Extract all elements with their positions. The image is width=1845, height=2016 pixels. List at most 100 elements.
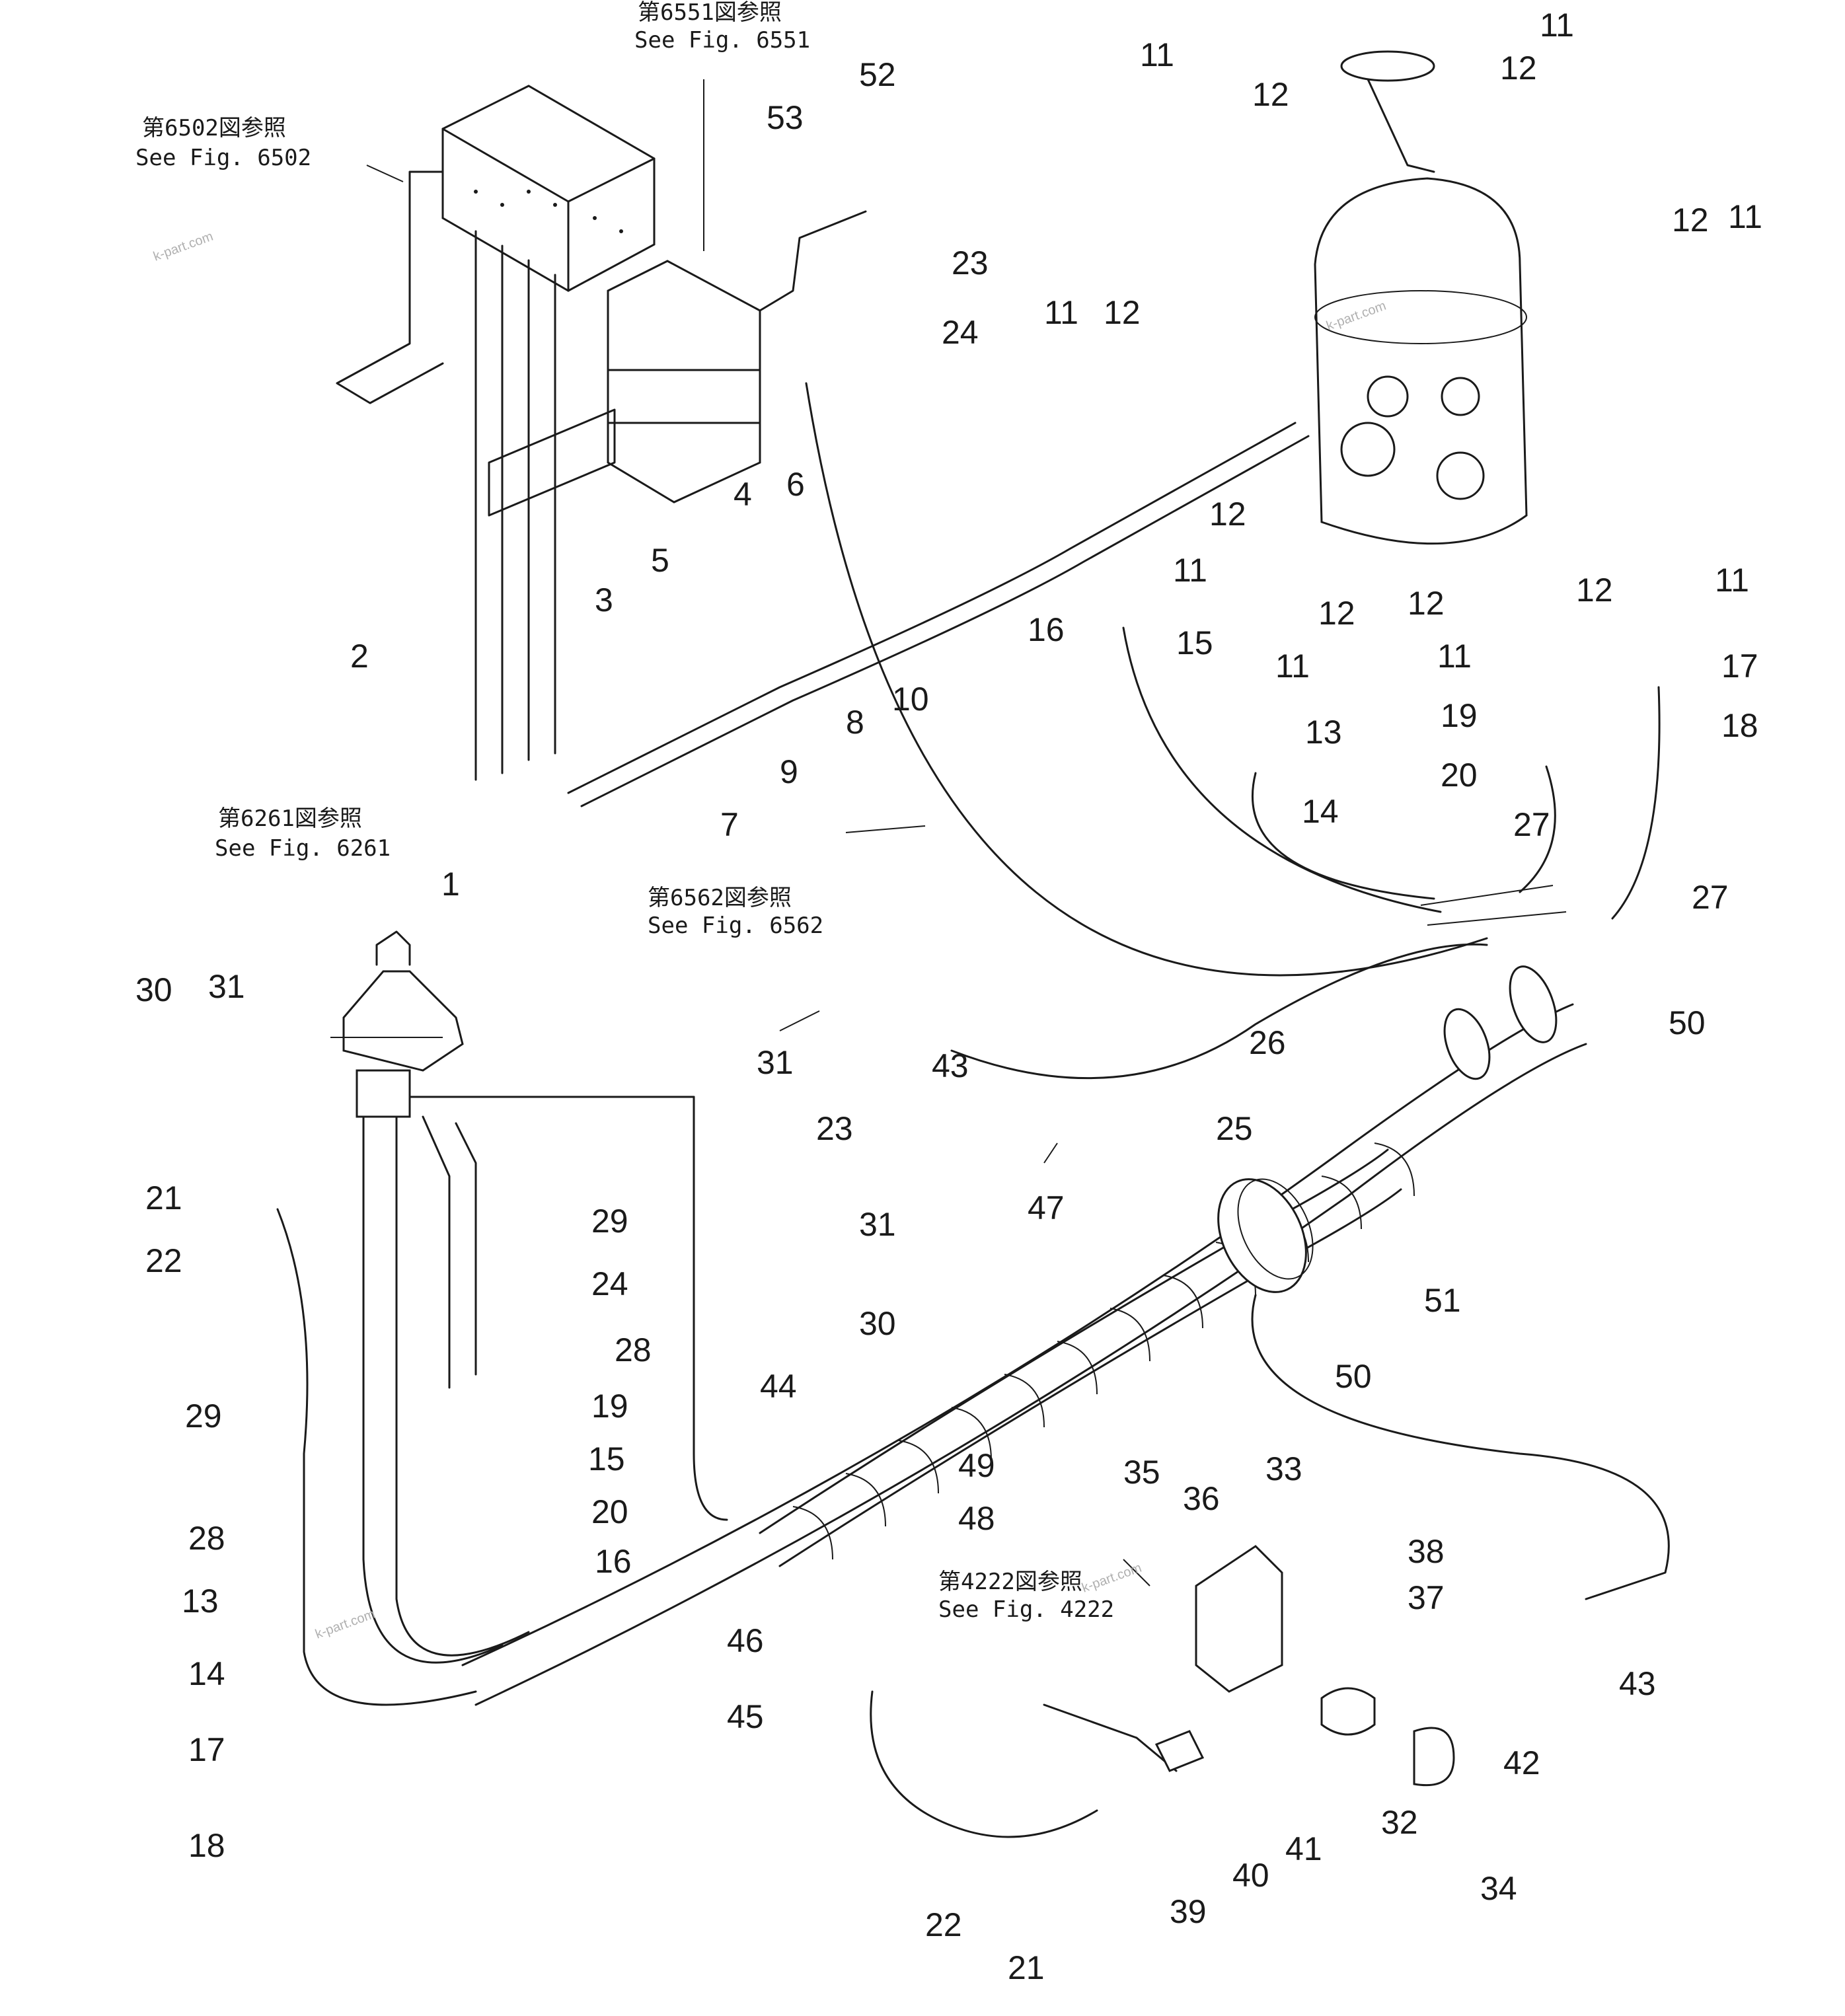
part-label-31c: 31 xyxy=(859,1206,896,1243)
part-label-53: 53 xyxy=(767,99,804,136)
part-label-20b: 20 xyxy=(591,1493,628,1530)
part-label-51: 51 xyxy=(1424,1282,1461,1319)
part-label-47: 47 xyxy=(1028,1189,1065,1226)
part-label-8: 8 xyxy=(846,704,864,741)
pilot-valve-block xyxy=(488,210,867,517)
part-label-50b: 50 xyxy=(1335,1358,1372,1395)
part-label-19a: 19 xyxy=(1441,697,1478,734)
ref-6551-jp: 第6551図参照 xyxy=(638,0,782,26)
part-label-17a: 17 xyxy=(1721,648,1758,685)
part-label-50a: 50 xyxy=(1669,1004,1706,1041)
part-label-30b: 30 xyxy=(859,1305,896,1342)
part-label-11e: 11 xyxy=(1173,552,1207,589)
part-label-12c: 12 xyxy=(1104,294,1141,331)
part-label-31a: 31 xyxy=(208,968,245,1005)
part-label-4: 4 xyxy=(734,476,752,513)
part-label-22b: 22 xyxy=(925,1906,962,1943)
lower-fittings xyxy=(870,1545,1455,1838)
ref-6261-jp: 第6261図参照 xyxy=(218,805,362,832)
part-label-25: 25 xyxy=(1216,1110,1253,1147)
ref-4222-en: See Fig. 4222 xyxy=(938,1596,1114,1623)
part-label-45: 45 xyxy=(727,1698,764,1735)
ref-6261-en: See Fig. 6261 xyxy=(215,835,391,862)
part-label-3: 3 xyxy=(595,581,613,618)
part-label-2: 2 xyxy=(350,638,369,675)
part-label-14a: 14 xyxy=(1302,793,1339,830)
part-label-11h: 11 xyxy=(1715,562,1749,599)
reference-callouts: 第6502図参照 See Fig. 6502 第6551図参照 See Fig.… xyxy=(135,0,1114,1623)
part-label-23b: 23 xyxy=(816,1110,853,1147)
watermark-1: k-part.com xyxy=(151,229,215,264)
part-label-11d: 11 xyxy=(1728,198,1762,235)
ref-6502-en: See Fig. 6502 xyxy=(135,145,311,171)
part-label-28b: 28 xyxy=(188,1520,225,1557)
part-label-43a: 43 xyxy=(932,1047,969,1084)
ref-4222-jp: 第4222図参照 xyxy=(938,1569,1082,1595)
part-label-11a: 11 xyxy=(1044,294,1078,331)
part-label-17b: 17 xyxy=(188,1731,225,1768)
part-label-13a: 13 xyxy=(1305,714,1342,751)
pilot-hoses xyxy=(567,382,1661,1080)
part-label-44: 44 xyxy=(760,1368,797,1405)
leader-lines xyxy=(330,79,1150,1587)
part-labels: 1 2 3 4 5 6 7 8 9 10 11 11 11 11 11 11 1… xyxy=(135,7,1762,1986)
part-label-29a: 29 xyxy=(591,1203,628,1240)
part-label-26: 26 xyxy=(1249,1024,1286,1061)
part-label-11b: 11 xyxy=(1140,36,1174,73)
part-label-49: 49 xyxy=(958,1447,995,1484)
part-label-36: 36 xyxy=(1183,1480,1220,1517)
part-label-12h: 12 xyxy=(1672,202,1709,239)
part-label-12a: 12 xyxy=(1252,76,1289,113)
part-label-32: 32 xyxy=(1381,1804,1418,1841)
part-label-11f: 11 xyxy=(1275,648,1310,685)
part-label-28a: 28 xyxy=(615,1331,652,1368)
part-label-11g: 11 xyxy=(1437,638,1472,675)
part-label-24b: 24 xyxy=(591,1265,628,1302)
part-label-37: 37 xyxy=(1408,1579,1445,1616)
part-label-11c: 11 xyxy=(1540,7,1574,44)
part-label-9: 9 xyxy=(780,753,798,790)
part-label-42: 42 xyxy=(1503,1744,1540,1781)
part-label-23a: 23 xyxy=(952,244,989,281)
part-label-12e: 12 xyxy=(1318,595,1355,632)
part-label-39: 39 xyxy=(1170,1893,1207,1930)
ref-6502-jp: 第6502図参照 xyxy=(142,115,286,141)
drawing xyxy=(276,50,1670,1838)
part-label-21b: 21 xyxy=(1008,1949,1045,1986)
part-label-14b: 14 xyxy=(188,1655,225,1692)
ref-6562-en: See Fig. 6562 xyxy=(648,913,823,939)
part-label-48: 48 xyxy=(958,1500,995,1537)
swivel-joint xyxy=(1314,50,1528,545)
lever-pilot-valve xyxy=(276,930,728,1706)
part-label-40: 40 xyxy=(1232,1857,1269,1894)
part-label-29b: 29 xyxy=(185,1398,222,1435)
part-label-24a: 24 xyxy=(942,314,979,351)
part-label-15a: 15 xyxy=(1176,624,1213,661)
part-label-41: 41 xyxy=(1285,1830,1322,1867)
watermark-4: k-part.com xyxy=(1080,1561,1143,1596)
part-label-1: 1 xyxy=(441,866,460,903)
part-label-5: 5 xyxy=(651,542,669,579)
part-label-13b: 13 xyxy=(182,1583,219,1620)
part-label-15b: 15 xyxy=(588,1440,625,1477)
part-label-18b: 18 xyxy=(188,1827,225,1864)
part-label-34: 34 xyxy=(1480,1870,1517,1907)
part-label-30a: 30 xyxy=(135,971,172,1008)
part-label-21a: 21 xyxy=(145,1179,182,1216)
hose-bundle xyxy=(461,965,1670,1706)
ref-6551-en: See Fig. 6551 xyxy=(634,27,810,54)
part-label-12f: 12 xyxy=(1408,585,1445,622)
part-label-12d: 12 xyxy=(1209,496,1246,533)
part-label-7: 7 xyxy=(720,806,739,843)
part-label-12g: 12 xyxy=(1576,572,1613,609)
part-label-10: 10 xyxy=(892,681,929,718)
part-label-31b: 31 xyxy=(757,1044,794,1081)
watermark-3: k-part.com xyxy=(313,1607,377,1642)
part-label-43b: 43 xyxy=(1619,1665,1656,1702)
part-label-12b: 12 xyxy=(1500,50,1537,87)
part-label-20a: 20 xyxy=(1441,757,1478,794)
part-label-27b: 27 xyxy=(1692,879,1729,916)
part-label-35: 35 xyxy=(1123,1454,1160,1491)
part-label-18a: 18 xyxy=(1721,707,1758,744)
part-label-52: 52 xyxy=(859,56,896,93)
